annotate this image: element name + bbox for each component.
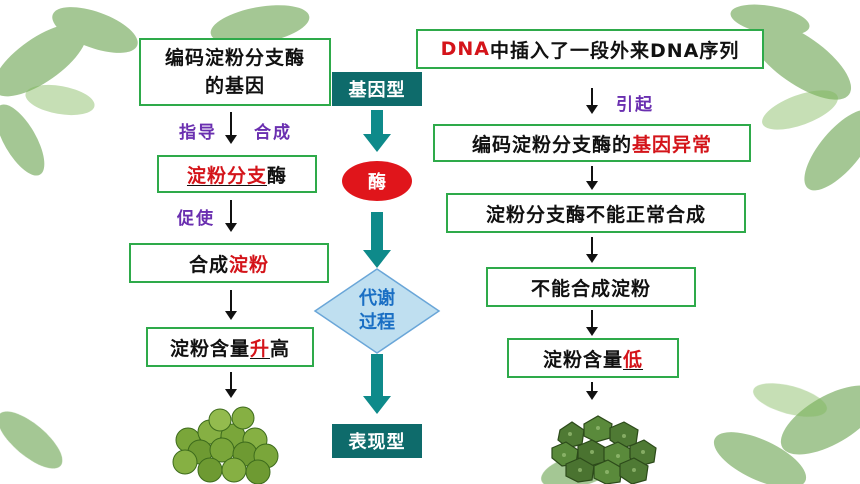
content-high-box: 淀粉含量升高 xyxy=(146,327,314,367)
arrow-content-to-wrinkled xyxy=(586,382,598,400)
arrow-synth-to-content xyxy=(225,290,237,320)
arrow-enzyme-to-synth xyxy=(225,200,237,232)
synth-label: 合成 xyxy=(254,123,292,143)
promote-label: 促使 xyxy=(177,209,215,229)
starch-fail-box: 不能合成淀粉 xyxy=(486,267,696,307)
arrow-enzyme-to-starch-fail xyxy=(586,237,598,263)
enzyme-oval: 酶 xyxy=(342,161,412,201)
gene-box: 编码淀粉分支酶 的基因 xyxy=(139,38,331,106)
arrow-gene-to-enzyme-fail xyxy=(586,166,598,190)
guide-label: 指导 xyxy=(179,123,217,143)
arrow-dna-to-gene xyxy=(586,88,598,114)
content-low-box: 淀粉含量低 xyxy=(507,338,679,378)
arrow-content-to-peas xyxy=(225,372,237,398)
arrow-starch-to-content xyxy=(586,310,598,336)
phenotype-label: 表现型 xyxy=(332,424,422,458)
genotype-label: 基因型 xyxy=(332,72,422,106)
metabolism-label: 代谢 过程 xyxy=(359,288,395,333)
enzyme-label: 酶 xyxy=(368,172,386,193)
enzyme-fail-box: 淀粉分支酶不能正常合成 xyxy=(446,193,746,233)
gene-abnormal-box: 编码淀粉分支酶的基因异常 xyxy=(433,124,751,162)
arrow-gene-to-enzyme xyxy=(225,112,237,144)
enzyme-box: 淀粉分支酶 xyxy=(157,155,317,193)
synth-starch-box: 合成淀粉 xyxy=(129,243,329,283)
cause-label: 引起 xyxy=(616,95,654,115)
